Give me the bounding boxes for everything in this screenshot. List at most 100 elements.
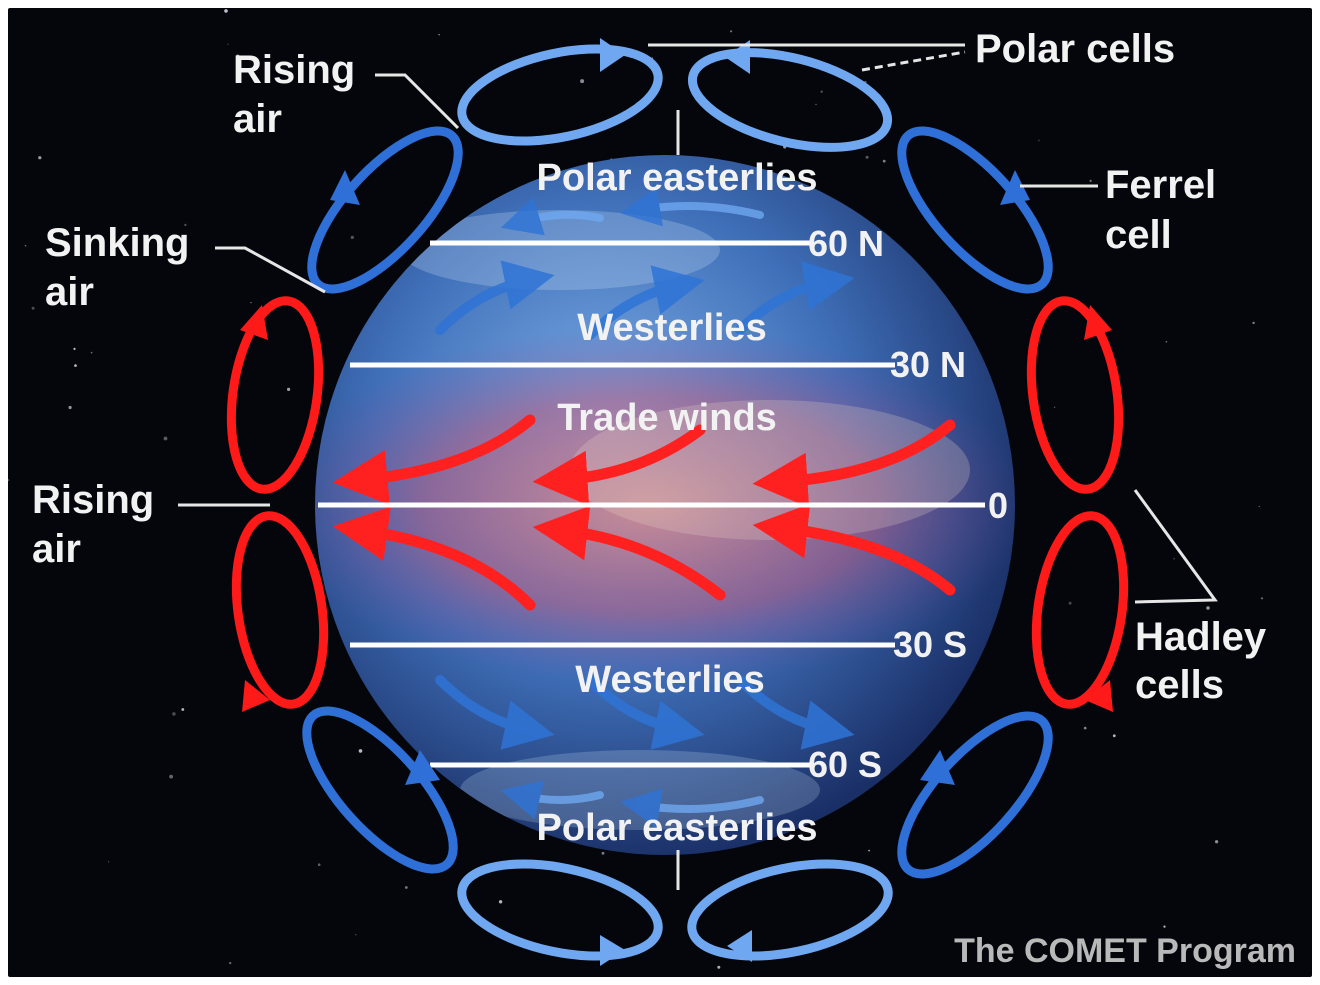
atmospheric-circulation-diagram: Rising air Polar cells Ferrel cell Sinki…	[8, 9, 1296, 970]
star	[287, 387, 291, 391]
star	[1258, 505, 1260, 508]
star	[865, 155, 869, 159]
star	[107, 861, 110, 863]
leader-sinking-air	[215, 246, 326, 294]
star	[184, 223, 187, 227]
arrowhead	[405, 750, 440, 785]
leader-hadley-cells	[1133, 489, 1218, 604]
arrowhead	[600, 935, 625, 966]
polar-cell-north-right	[687, 48, 893, 152]
polar-cell-south-right	[687, 859, 893, 961]
trade-winds-label: Trade winds	[557, 397, 777, 439]
star	[1163, 925, 1166, 928]
latitude-label-30n: 30 N	[890, 344, 966, 385]
rising-air-top-label-1: Rising	[233, 48, 355, 92]
star	[815, 103, 817, 106]
trade-winds-arrows	[332, 414, 956, 611]
star	[1252, 321, 1255, 325]
hadley-cell-se	[1031, 511, 1129, 709]
star	[1173, 558, 1175, 560]
polar-easterlies-north-label: Polar easterlies	[537, 157, 818, 199]
arrowhead	[1084, 305, 1112, 340]
star	[717, 965, 721, 969]
polar-cell-north-left	[457, 44, 663, 146]
star	[38, 156, 42, 160]
arrowhead	[330, 170, 360, 205]
star	[1038, 139, 1040, 142]
star	[601, 851, 605, 855]
diagram-frame: Rising air Polar cells Ferrel cell Sinki…	[8, 8, 1312, 977]
latitude-label-60n: 60 N	[808, 223, 884, 264]
star	[355, 934, 357, 936]
star	[73, 347, 76, 350]
star	[1083, 726, 1087, 730]
hadley-cells-label-1: Hadley	[1135, 615, 1267, 659]
ferrel-cell-sw	[302, 706, 458, 874]
leader-polar-cells-2	[861, 50, 966, 72]
arrowhead	[240, 305, 268, 340]
star	[229, 961, 232, 965]
polar-cells-group	[457, 44, 893, 961]
star	[882, 159, 886, 163]
star	[498, 900, 503, 904]
star	[1089, 179, 1092, 182]
star	[8, 478, 10, 482]
star	[172, 712, 176, 716]
hadley-cells-group	[226, 296, 1129, 709]
hadley-cell-sw	[231, 511, 329, 709]
arrowhead	[242, 680, 270, 712]
star	[181, 708, 185, 711]
star	[438, 34, 440, 36]
star	[227, 43, 229, 45]
arrowhead	[1000, 170, 1030, 205]
westerlies-north-label: Westerlies	[577, 307, 766, 349]
polar-easterlies-south-label: Polar easterlies	[537, 807, 818, 849]
polar-easterlies-arrows	[500, 186, 764, 829]
star	[24, 244, 27, 247]
arrowhead	[920, 750, 955, 785]
westerlies-north-arrows	[435, 260, 855, 340]
leader-rising-air-top	[375, 73, 460, 130]
rising-air-top-label-2: air	[233, 97, 282, 141]
star	[235, 54, 240, 59]
star	[358, 749, 363, 753]
hadley-cell-ne	[1026, 296, 1124, 494]
ferrel-cell-label-2: cell	[1105, 213, 1172, 257]
hadley-cells-label-2: cells	[1135, 663, 1224, 707]
leader-lines	[178, 43, 1218, 890]
ferrel-cell-label-1: Ferrel	[1105, 163, 1216, 207]
star	[74, 364, 77, 367]
star	[1260, 597, 1264, 600]
arrowhead	[1085, 680, 1113, 712]
arrowhead	[600, 38, 625, 72]
star	[868, 849, 870, 852]
westerlies-south-label: Westerlies	[575, 659, 764, 701]
star	[169, 774, 174, 779]
latitude-label-30s: 30 S	[893, 624, 967, 665]
star	[1165, 340, 1168, 343]
star	[317, 863, 321, 866]
arrowhead	[725, 40, 750, 74]
hadley-cell-nw	[226, 296, 324, 494]
star	[90, 351, 93, 354]
star	[1112, 734, 1116, 738]
latitude-label-60s: 60 S	[808, 744, 882, 785]
ferrel-cell-nw	[307, 126, 463, 294]
arrowhead	[727, 930, 752, 962]
cell-arrowheads	[240, 38, 1113, 966]
circulation-cells	[226, 44, 1129, 961]
star	[350, 235, 354, 239]
polar-cells-label: Polar cells	[975, 27, 1175, 71]
star	[820, 90, 823, 93]
star	[250, 302, 252, 304]
cloud-streak-north	[400, 210, 720, 290]
star	[730, 30, 733, 33]
star	[224, 9, 228, 13]
rising-air-equator-label-1: Rising	[32, 478, 154, 522]
star	[1068, 601, 1072, 605]
sinking-air-label-2: air	[45, 270, 94, 314]
star	[404, 886, 408, 889]
star	[68, 405, 72, 410]
ferrel-cell-ne	[897, 126, 1053, 294]
star	[580, 79, 585, 84]
